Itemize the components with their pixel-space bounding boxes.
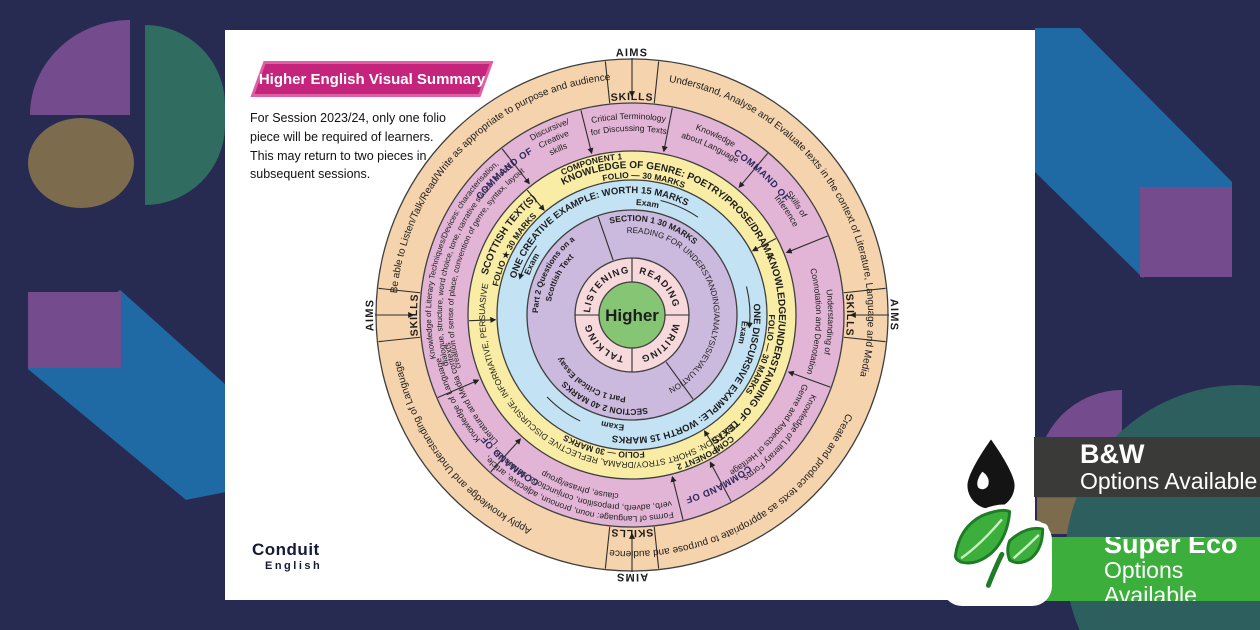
center-title: Higher	[605, 306, 659, 325]
quarter-circle-shape	[30, 20, 130, 115]
session-note: For Session 2023/24, only one folio piec…	[250, 111, 446, 182]
ink-drop-icon	[948, 422, 1034, 524]
skill-critical-terminology: Critical Terminology	[590, 111, 667, 125]
bw-badge-subtitle: Options Available	[1080, 467, 1258, 494]
exam-label: Exam	[599, 419, 624, 433]
ring-dividers-and-arrows	[375, 58, 889, 572]
skills-label: SKILLS	[408, 293, 421, 336]
super-eco-options-badge: Super Eco Options Available	[1018, 537, 1260, 601]
skills-label: SKILLS	[610, 526, 653, 539]
publisher-logo: Conduit English	[252, 540, 322, 572]
aims-label: AIMS	[616, 571, 649, 584]
eco-badge-title: Super Eco	[1104, 528, 1238, 559]
leaf-icon	[949, 504, 1049, 588]
aims-label: AIMS	[887, 299, 899, 332]
logo-subtitle: English	[265, 560, 323, 572]
ellipse-shape	[28, 118, 134, 208]
skills-label: SKILLS	[610, 91, 653, 104]
aims-label: AIMS	[616, 47, 649, 60]
rectangle-shape	[28, 292, 121, 368]
visual-summary-diagram: AIMS AIMS AIMS AIMS SKILLS SKILLS SKILLS…	[364, 47, 899, 584]
logo-name: Conduit	[252, 540, 320, 559]
aims-label: AIMS	[364, 299, 376, 332]
eco-badge-subtitle: Options Available	[1104, 556, 1197, 609]
bw-badge-title: B&W	[1080, 439, 1145, 470]
square-shape	[1140, 187, 1232, 277]
half-circle-shape	[145, 25, 225, 205]
bw-options-badge: B&W Options Available	[1006, 437, 1260, 497]
skills-label: SKILLS	[843, 293, 856, 336]
